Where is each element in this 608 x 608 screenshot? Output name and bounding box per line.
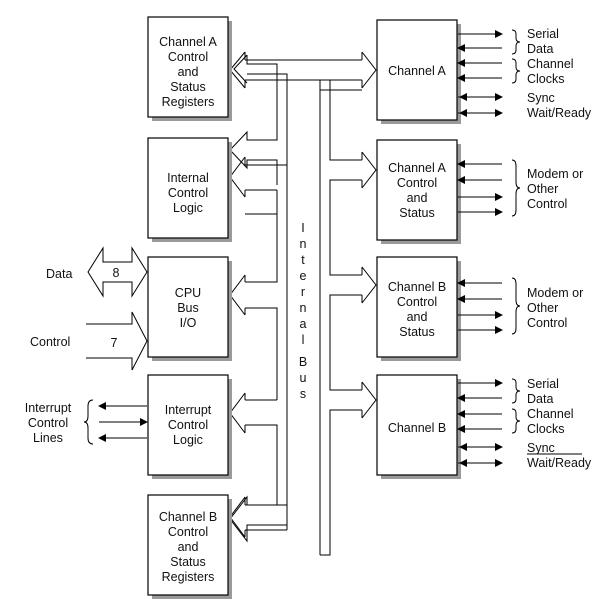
diagram-label: Bus <box>177 301 199 315</box>
diagram-label: n <box>300 237 307 251</box>
diagram-label: Channel A <box>159 35 217 49</box>
diagram-label: Modem or <box>527 167 583 181</box>
diagram-label: CPU <box>175 286 201 300</box>
diagram-label: n <box>300 301 307 315</box>
diagram-label: Control <box>168 525 208 539</box>
channel-a-signals <box>457 29 521 117</box>
diagram-label: Wait/Ready <box>527 106 592 120</box>
block-channel-a: Channel A <box>376 19 461 124</box>
diagram-label: Sync <box>527 91 555 105</box>
diagram-label: Data <box>527 42 553 56</box>
diagram-label: Control <box>527 197 567 211</box>
block-channel-b: Channel B <box>376 374 461 479</box>
diagram-label: Internal <box>167 171 209 185</box>
diagram-label: Registers <box>162 95 215 109</box>
channel-a-modem-signals <box>457 159 521 217</box>
data-width: 8 <box>113 266 120 280</box>
diagram-label: Channel A <box>388 161 446 175</box>
diagram-label: Control <box>168 186 208 200</box>
internal-bus-label: I n t e r n a l B u s <box>299 221 307 401</box>
diagram-label: Control <box>397 176 437 190</box>
channel-b-modem-signals <box>457 277 521 335</box>
internal-bus <box>229 51 377 556</box>
diagram-label: u <box>300 371 307 385</box>
diagram-label: Modem or <box>527 286 583 300</box>
block-channel-a-registers: Channel A Control and Status Registers <box>147 16 232 121</box>
diagram-label: l <box>302 333 305 347</box>
diagram-label: I <box>301 221 304 235</box>
diagram-label: Channel B <box>388 421 446 435</box>
diagram-label: Serial <box>527 27 559 41</box>
control-label: Control <box>30 335 70 349</box>
diagram-label: Registers <box>162 570 215 584</box>
diagram-label: a <box>300 317 307 331</box>
diagram-label: Status <box>399 206 434 220</box>
data-label: Data <box>46 267 72 281</box>
diagram-label: Channel <box>527 407 574 421</box>
block-internal-control-logic: Internal Control Logic <box>147 137 232 242</box>
diagram-label: Interrupt <box>25 401 72 415</box>
diagram-label: Channel B <box>388 280 446 294</box>
diagram-label: Status <box>170 555 205 569</box>
diagram-label: I/O <box>180 316 197 330</box>
diagram-label: Control <box>168 418 208 432</box>
diagram-label: Clocks <box>527 422 565 436</box>
block-interrupt-control-logic: Interrupt Control Logic <box>147 374 232 479</box>
diagram-label: Status <box>170 80 205 94</box>
diagram-label: and <box>407 191 428 205</box>
block-channel-b-control-status: Channel B Control and Status <box>376 256 461 361</box>
data-bus-arrow: 8 <box>87 246 148 298</box>
diagram-label: Serial <box>527 377 559 391</box>
diagram-label: and <box>407 310 428 324</box>
diagram-label: Control <box>168 50 208 64</box>
diagram-label: Other <box>527 301 558 315</box>
block-channel-a-control-status: Channel A Control and Status <box>376 139 461 244</box>
diagram-label: Clocks <box>527 72 565 86</box>
channel-b-signals <box>457 378 582 467</box>
internal-bus-left <box>229 54 288 543</box>
diagram-label: Lines <box>33 431 63 445</box>
diagram-label: Channel <box>527 57 574 71</box>
diagram-label: B <box>299 355 307 369</box>
diagram-label: Interrupt <box>165 403 212 417</box>
control-bus-arrow: 7 <box>86 311 148 371</box>
block-channel-b-registers: Channel B Control and Status Registers <box>147 494 232 599</box>
diagram-label: s <box>300 387 306 401</box>
diagram-label: Channel A <box>388 64 446 78</box>
interrupt-lines <box>83 399 148 445</box>
diagram-label: Logic <box>173 433 203 447</box>
diagram-label: r <box>301 285 305 299</box>
diagram-label: t <box>301 253 305 267</box>
diagram-label: Control <box>527 316 567 330</box>
diagram-label: Control <box>397 295 437 309</box>
diagram-label: Logic <box>173 201 203 215</box>
diagram-label: Status <box>399 325 434 339</box>
diagram-label: Sync <box>527 441 555 455</box>
diagram-label: Wait/Ready <box>527 456 592 470</box>
diagram-label: e <box>300 269 307 283</box>
diagram-label: and <box>178 65 199 79</box>
diagram-label: Channel B <box>159 510 217 524</box>
block-cpu-bus-io: CPU Bus I/O <box>147 256 232 361</box>
diagram-label: Other <box>527 182 558 196</box>
control-width: 7 <box>111 336 118 350</box>
diagram-label: Data <box>527 392 553 406</box>
diagram-label: and <box>178 540 199 554</box>
diagram-label: Control <box>28 416 68 430</box>
